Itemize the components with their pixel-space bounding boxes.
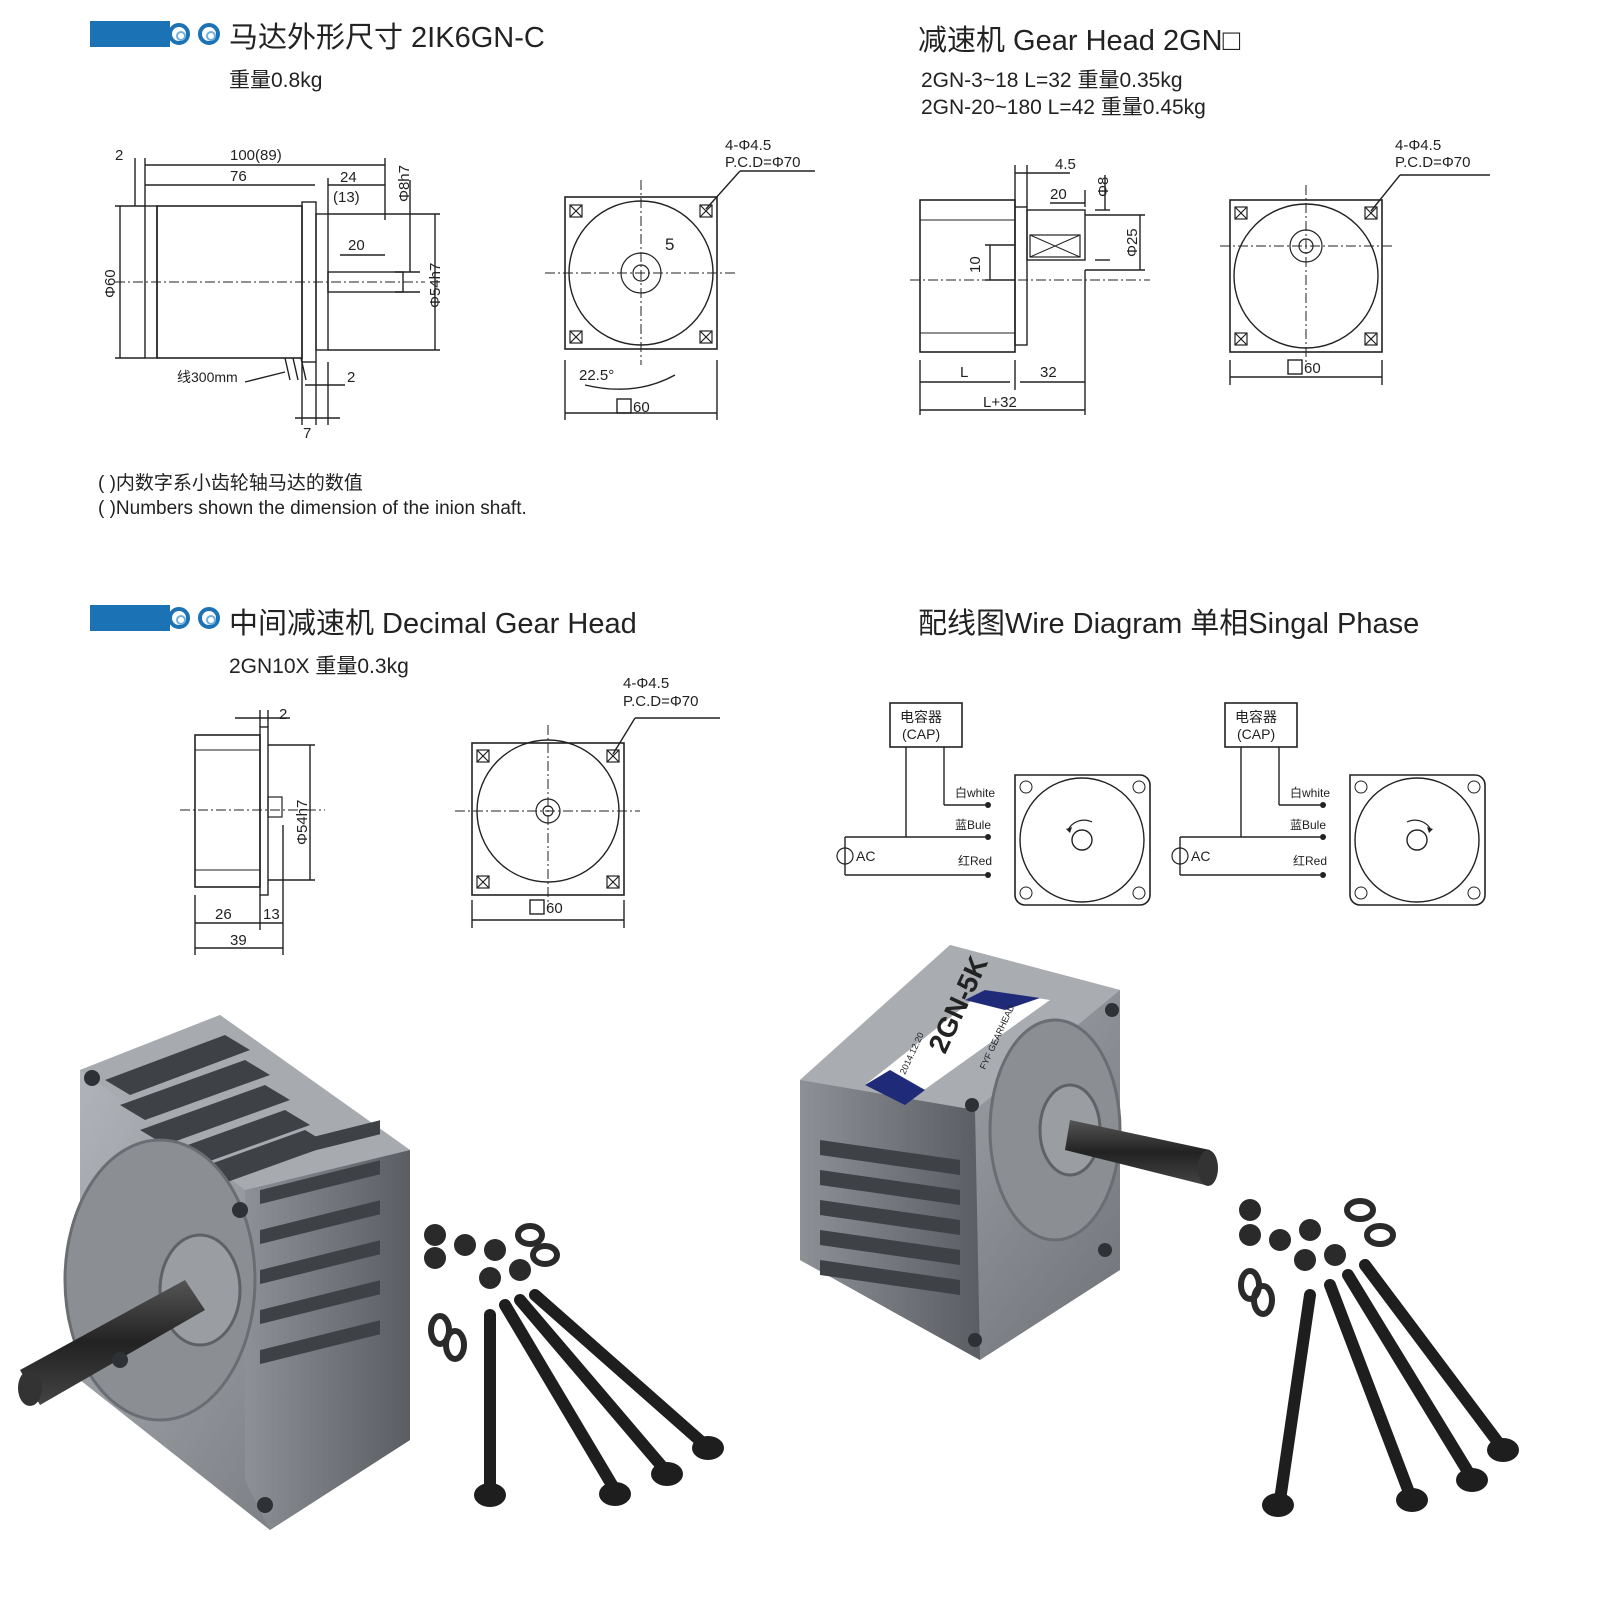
gear-line-2: 2GN-20~180 L=42 重量0.45kg <box>921 96 1206 119</box>
front-holes: 4-Φ4.5 <box>725 137 771 154</box>
dim-shaft-d: Φ8h7 <box>396 165 413 202</box>
wire-diagram-1: 电容器 (CAP) AC 白white 蓝Bule 红Red <box>836 702 1151 906</box>
gd-32: 32 <box>1040 364 1057 381</box>
dim-lead: 线300mm <box>177 369 238 385</box>
gear-front-pcd: P.C.D=Φ70 <box>1395 154 1470 171</box>
cap-cn-1: 电容器 <box>900 709 942 725</box>
ring-icon <box>198 23 220 45</box>
cap-en-2: (CAP) <box>1237 726 1275 742</box>
note-cn: ( )内数字系小齿轮轴马达的数值 <box>98 473 363 494</box>
note-en: ( )Numbers shown the dimension of the in… <box>98 498 527 519</box>
red-label-1: 红Red <box>958 853 992 868</box>
cap-cn-2: 电容器 <box>1235 709 1277 725</box>
dim-front-alt: (13) <box>333 189 360 206</box>
gear-line-1: 2GN-3~18 L=32 重量0.35kg <box>921 69 1183 92</box>
dd-39: 39 <box>230 932 247 949</box>
gd-Lplus: L+32 <box>983 394 1017 411</box>
decimal-title: 中间减速机 Decimal Gear Head <box>229 608 637 640</box>
blue-label-1: 蓝Bule <box>955 818 991 832</box>
front-five: 5 <box>665 235 674 254</box>
dd-2: 2 <box>279 706 287 723</box>
motor-side-drawing: 2 100(89) 76 24 (13) 20 Φ8h7 Φ60 Φ54h7 线… <box>102 147 444 440</box>
gd-phi25: Φ25 <box>1124 228 1141 257</box>
motor-weight: 重量0.8kg <box>229 69 323 92</box>
section-bar-decimal <box>90 605 170 631</box>
gear-front-drawing: 4-Φ4.5 P.C.D=Φ70 60 <box>1220 137 1490 385</box>
dim-body: 76 <box>230 168 247 185</box>
dec-front-holes: 4-Φ4.5 <box>623 675 669 692</box>
wire-diagram-2: 电容器 (CAP) AC 白white 蓝Bule 红Red <box>1171 702 1486 906</box>
dim-body-d: Φ60 <box>102 269 119 298</box>
dim-total: 100(89) <box>230 147 282 164</box>
gd-phi8: Φ8 <box>1095 177 1112 197</box>
dim-pilot-d: Φ54h7 <box>427 263 444 308</box>
gear-title: 减速机 Gear Head 2GN□ <box>918 25 1241 57</box>
dd-13: 13 <box>263 906 280 923</box>
front-square: 60 <box>633 399 650 416</box>
dim-front: 24 <box>340 169 357 186</box>
front-pcd: P.C.D=Φ70 <box>725 154 800 171</box>
gear-front-holes: 4-Φ4.5 <box>1395 137 1441 154</box>
gearbox-photo-right: 2GN-5K 2014.12.20 FYF GEARHEAD <box>800 945 1519 1517</box>
dec-front-square: 60 <box>546 900 563 917</box>
dd-pilot: Φ54h7 <box>294 800 311 845</box>
gearbox-photo-left <box>18 1015 724 1530</box>
white-label-1: 白white <box>955 785 995 800</box>
gear-front-square: 60 <box>1304 360 1321 377</box>
front-angle: 22.5° <box>579 367 614 384</box>
gear-side-drawing: 4.5 20 Φ8 Φ25 10 L 32 L+32 <box>910 156 1150 415</box>
ac-label-1: AC <box>856 848 875 864</box>
dim-shaft-len: 20 <box>348 237 365 254</box>
gd-L: L <box>960 364 968 381</box>
ring-icon <box>198 607 220 629</box>
gd-10: 10 <box>967 256 984 273</box>
dim-2: 2 <box>115 147 123 164</box>
decimal-subtitle: 2GN10X 重量0.3kg <box>229 655 409 678</box>
dim-7: 7 <box>303 425 311 440</box>
decimal-side-drawing: 2 Φ54h7 26 13 39 <box>180 706 325 955</box>
gd-20: 20 <box>1050 186 1067 203</box>
dec-front-pcd: P.C.D=Φ70 <box>623 693 698 710</box>
motor-title: 马达外形尺寸 2IK6GN-C <box>229 22 545 54</box>
wire-title: 配线图Wire Diagram 单相Singal Phase <box>918 608 1420 640</box>
ac-label-2: AC <box>1191 848 1210 864</box>
dim-2b: 2 <box>347 369 355 386</box>
white-label-2: 白white <box>1290 785 1330 800</box>
cap-en-1: (CAP) <box>902 726 940 742</box>
gd-4-5: 4.5 <box>1055 156 1076 173</box>
ring-icon <box>168 23 190 45</box>
section-bar-motor <box>90 21 170 47</box>
dd-26: 26 <box>215 906 232 923</box>
red-label-2: 红Red <box>1293 853 1327 868</box>
motor-front-drawing: 4-Φ4.5 P.C.D=Φ70 5 22.5° 60 <box>545 137 815 420</box>
decimal-front-drawing: 4-Φ4.5 P.C.D=Φ70 60 <box>455 675 720 928</box>
blue-label-2: 蓝Bule <box>1290 818 1326 832</box>
ring-icon <box>168 607 190 629</box>
